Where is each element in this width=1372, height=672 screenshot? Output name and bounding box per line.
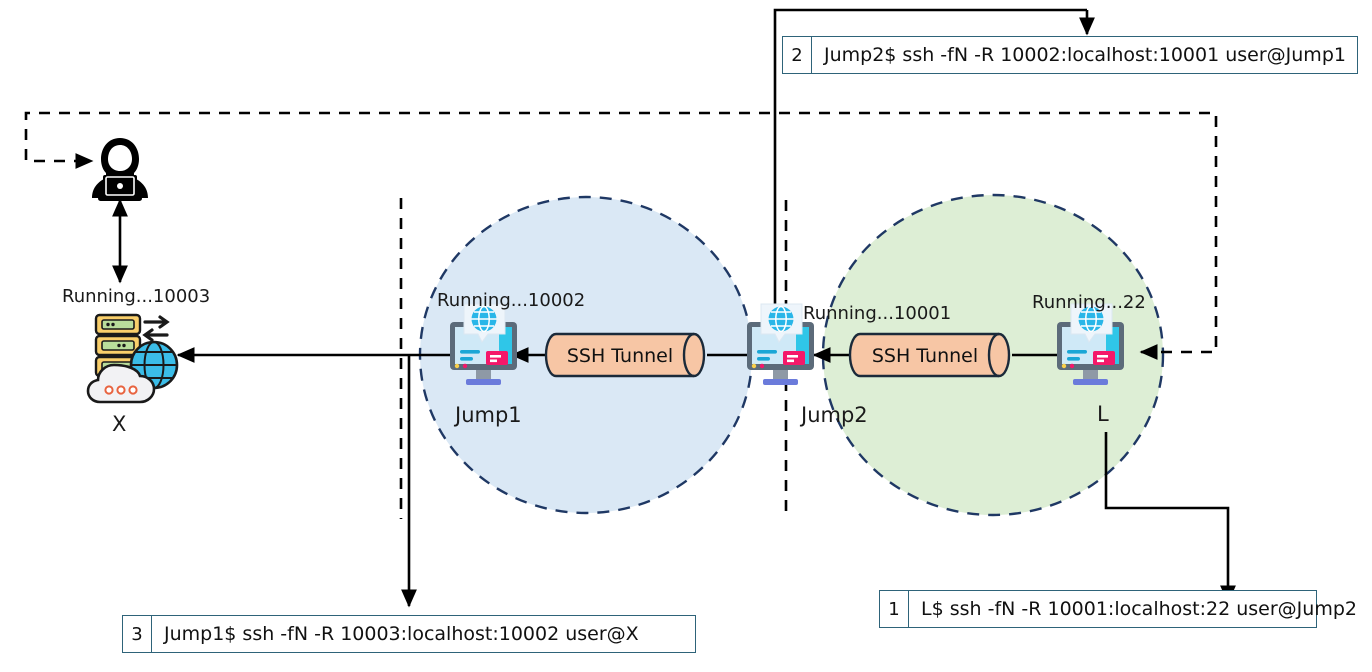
hacker-person-icon bbox=[92, 138, 148, 201]
command-2-number: 2 bbox=[783, 37, 812, 73]
monitor-globe-icon-jump1 bbox=[450, 303, 517, 385]
jump2-name-label: Jump2 bbox=[801, 403, 868, 427]
jump2-running-label: Running...10001 bbox=[803, 303, 952, 324]
jump1-name-label: Jump1 bbox=[455, 403, 522, 427]
feedback-dashed-path bbox=[24, 111, 1218, 361]
x-server-name-label: X bbox=[112, 412, 127, 436]
tunnel-jump2: SSH Tunnel bbox=[848, 332, 1011, 378]
l-name-label: L bbox=[1097, 402, 1109, 426]
command-1-text: L$ ssh -fN -R 10001:localhost:22 user@Ju… bbox=[921, 598, 1357, 620]
command-box-3[interactable]: 3 Jump1$ ssh -fN -R 10003:localhost:1000… bbox=[122, 615, 696, 653]
cmd2-connector bbox=[773, 8, 1087, 330]
command-3-number: 3 bbox=[123, 616, 152, 652]
monitor-globe-icon-jump2 bbox=[747, 303, 814, 385]
command-box-2[interactable]: 2 Jump2$ ssh -fN -R 10002:localhost:1000… bbox=[782, 36, 1358, 74]
command-box-1[interactable]: 1 L$ ssh -fN -R 10001:localhost:22 user@… bbox=[879, 590, 1357, 628]
tunnel-jump1-label: SSH Tunnel bbox=[567, 345, 673, 367]
command-3-text: Jump1$ ssh -fN -R 10003:localhost:10002 … bbox=[164, 623, 639, 645]
cloud-server-icon bbox=[86, 313, 179, 404]
jump1-running-label: Running...10002 bbox=[437, 290, 586, 311]
command-1-number: 1 bbox=[880, 591, 909, 627]
x-server-running-label: Running...10003 bbox=[62, 286, 211, 307]
command-2-text: Jump2$ ssh -fN -R 10002:localhost:10001 … bbox=[824, 44, 1346, 66]
cmd1-connector bbox=[1104, 432, 1237, 604]
l-running-label: Running...22 bbox=[1032, 292, 1146, 313]
tunnel-jump2-label: SSH Tunnel bbox=[872, 345, 978, 367]
tunnel-jump1: SSH Tunnel bbox=[544, 332, 706, 378]
monitor-globe-icon-l bbox=[1057, 303, 1124, 385]
